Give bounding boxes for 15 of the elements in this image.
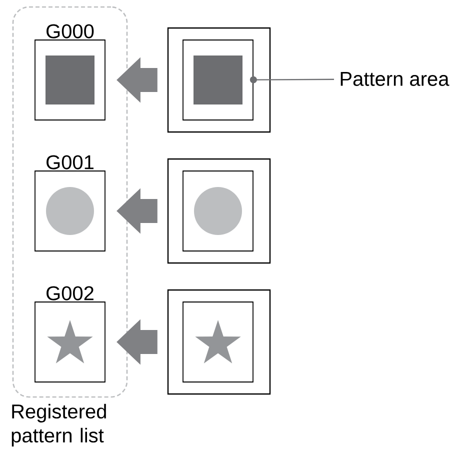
node-label: Registered pattern list (12, 404, 106, 447)
pattern-area-box (182, 302, 254, 382)
node-label: G002 (46, 286, 94, 300)
node-label: G000 (46, 24, 94, 38)
callout-text: Pattern area (340, 72, 450, 86)
frame-box (167, 27, 271, 133)
pattern-area-box (182, 40, 254, 120)
frame-box (167, 289, 271, 395)
frame-box (167, 158, 271, 264)
pattern-box: G002 (34, 286, 106, 382)
pattern-area-box (182, 170, 254, 252)
node-label: G001 (46, 155, 94, 170)
pattern-box: G000 (34, 24, 106, 120)
leader-line (250, 76, 334, 84)
pattern-box: G001 (34, 155, 106, 252)
